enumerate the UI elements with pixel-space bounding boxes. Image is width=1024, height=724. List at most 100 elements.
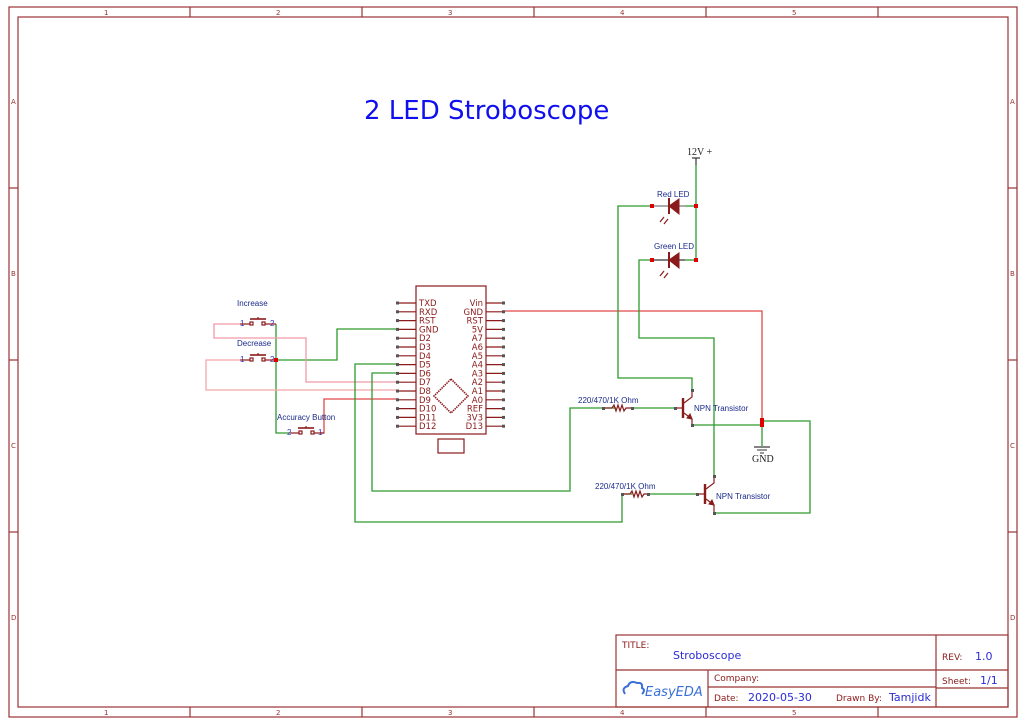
arduino-pin-label: TXD bbox=[418, 299, 437, 309]
arduino-pin-right-a7[interactable]: A7 bbox=[472, 334, 505, 344]
mcu-chip bbox=[432, 377, 470, 415]
arduino-pin-right-a3[interactable]: A3 bbox=[472, 369, 505, 379]
pin-endpoint bbox=[396, 415, 399, 419]
pin-endpoint bbox=[396, 319, 399, 323]
arduino-pin-rst[interactable]: RST bbox=[396, 317, 436, 327]
arduino-pin-d2[interactable]: D2 bbox=[396, 334, 431, 344]
arduino-pin-label: D9 bbox=[419, 396, 431, 406]
drawn-by-value: Tamjidk bbox=[888, 691, 931, 704]
arduino-pin-d4[interactable]: D4 bbox=[396, 352, 431, 362]
green-led[interactable]: Green LED bbox=[650, 242, 698, 279]
arduino-pin-d6[interactable]: D6 bbox=[396, 369, 431, 379]
pin-endpoint bbox=[502, 354, 505, 358]
inner-frame bbox=[17, 16, 1009, 708]
company-label: Company: bbox=[714, 674, 759, 684]
increase-button-label: Increase bbox=[237, 299, 268, 308]
arduino-pin-right-a2[interactable]: A2 bbox=[472, 378, 505, 388]
easyeda-logo: EasyEDA bbox=[622, 681, 703, 700]
arduino-pin-label: A3 bbox=[472, 369, 483, 379]
wires[interactable] bbox=[205, 165, 811, 523]
rev-value: 1.0 bbox=[975, 650, 993, 663]
increase-button[interactable]: Increase 1 2 bbox=[237, 299, 276, 328]
column-label-3-bottom: 3 bbox=[448, 709, 452, 717]
row-label-a-right: A bbox=[1010, 98, 1015, 106]
sheet-title[interactable]: 2 LED Stroboscope bbox=[364, 96, 609, 126]
column-label-1: 1 bbox=[104, 9, 108, 17]
resistor-2[interactable]: 220/470/1K Ohm bbox=[595, 482, 656, 499]
arduino-pin-right-a1[interactable]: A1 bbox=[472, 387, 505, 397]
arduino-pin-d10[interactable]: D10 bbox=[396, 405, 436, 415]
npn-transistor-2[interactable]: NPN Transistor bbox=[696, 475, 771, 515]
arduino-pin-d7[interactable]: D7 bbox=[396, 378, 431, 388]
arduino-pin-right-ref[interactable]: REF bbox=[467, 405, 505, 415]
arduino-pin-right-a0[interactable]: A0 bbox=[472, 396, 505, 406]
pin-endpoint bbox=[502, 327, 505, 331]
arduino-pin-label: GND bbox=[464, 308, 484, 318]
arduino-pin-right-5v[interactable]: 5V bbox=[472, 325, 505, 335]
arduino-pin-label: 5V bbox=[472, 325, 483, 335]
column-label-5-bottom: 5 bbox=[792, 709, 796, 717]
pin-endpoint bbox=[502, 310, 505, 314]
column-label-3: 3 bbox=[448, 9, 452, 17]
row-label-a: A bbox=[11, 98, 16, 106]
date-label: Date: bbox=[714, 694, 739, 704]
arduino-pin-label: A4 bbox=[472, 361, 483, 371]
pin-endpoint bbox=[502, 301, 505, 305]
arduino-pin-txd[interactable]: TXD bbox=[396, 299, 437, 309]
arduino-pin-right-d13[interactable]: D13 bbox=[466, 422, 505, 432]
column-label-2-bottom: 2 bbox=[276, 709, 280, 717]
pin-endpoint bbox=[396, 336, 399, 340]
arduino-pin-right-gnd[interactable]: GND bbox=[464, 308, 506, 318]
pin-endpoint bbox=[396, 310, 399, 314]
arduino-pin-right-a5[interactable]: A5 bbox=[472, 352, 505, 362]
pin-endpoint bbox=[396, 327, 399, 331]
outer-frame bbox=[8, 6, 1018, 718]
resistor-1[interactable]: 220/470/1K Ohm bbox=[578, 396, 639, 413]
arduino-pin-right-vin[interactable]: Vin bbox=[470, 299, 505, 309]
arduino-pin-label: A2 bbox=[472, 378, 483, 388]
pin-endpoint bbox=[396, 407, 399, 411]
arduino-pin-d9[interactable]: D9 bbox=[396, 396, 431, 406]
arduino-pin-d12[interactable]: D12 bbox=[396, 422, 436, 432]
arduino-pin-d11[interactable]: D11 bbox=[396, 413, 436, 423]
arduino-pin-gnd[interactable]: GND bbox=[396, 325, 439, 335]
arduino-pin-d5[interactable]: D5 bbox=[396, 361, 431, 371]
accuracy-pin-2: 2 bbox=[287, 428, 292, 437]
arduino-pin-right-a4[interactable]: A4 bbox=[472, 361, 505, 371]
pin-endpoint bbox=[396, 301, 399, 305]
pin-endpoint bbox=[396, 345, 399, 349]
pin-endpoint bbox=[502, 407, 505, 411]
power-12v[interactable]: 12V + bbox=[687, 147, 713, 165]
arduino-pin-right-rst[interactable]: RST bbox=[467, 317, 506, 327]
pin-endpoint bbox=[502, 371, 505, 375]
ground-label: GND bbox=[752, 454, 774, 465]
column-label-5: 5 bbox=[792, 9, 796, 17]
rev-label: REV: bbox=[942, 653, 962, 663]
transistor-1-label: NPN Transistor bbox=[694, 404, 749, 413]
arduino-pin-right-3v3[interactable]: 3V3 bbox=[466, 413, 505, 423]
pin-endpoint bbox=[502, 363, 505, 367]
accuracy-button[interactable]: Accuracy Button 2 1 bbox=[277, 413, 335, 437]
pin-endpoint bbox=[502, 380, 505, 384]
arduino-pin-right-a6[interactable]: A6 bbox=[472, 343, 505, 353]
arduino-pin-label: GND bbox=[419, 325, 439, 335]
decrease-button[interactable]: Decrease 1 2 bbox=[237, 339, 278, 364]
red-led[interactable]: Red LED bbox=[650, 190, 698, 225]
usb-connector bbox=[437, 438, 465, 454]
arduino-pin-label: D13 bbox=[466, 422, 483, 432]
arduino-pin-label: D5 bbox=[419, 361, 431, 371]
pin-endpoint bbox=[502, 415, 505, 419]
row-label-b-right: B bbox=[1010, 270, 1015, 278]
arduino-pin-d3[interactable]: D3 bbox=[396, 343, 431, 353]
arduino-pin-label: D6 bbox=[419, 369, 431, 379]
arduino-pin-d8[interactable]: D8 bbox=[396, 387, 431, 397]
arduino-pin-label: D7 bbox=[419, 378, 431, 388]
npn-transistor-1[interactable]: NPN Transistor bbox=[674, 389, 749, 427]
arduino-pin-label: D3 bbox=[419, 343, 431, 353]
column-label-4: 4 bbox=[620, 9, 625, 17]
ground-symbol[interactable]: GND bbox=[752, 446, 774, 465]
arduino-pin-label: D10 bbox=[419, 405, 436, 415]
arduino-pin-rxd[interactable]: RXD bbox=[396, 308, 438, 318]
